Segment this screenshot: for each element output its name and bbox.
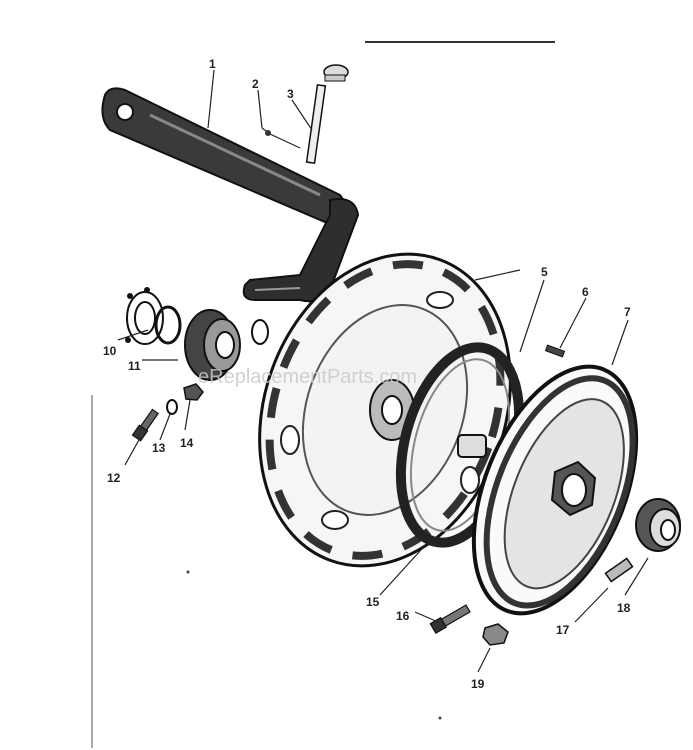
callout-1: 1 [209, 57, 216, 71]
hex-nut-part [482, 623, 509, 646]
callout-11: 11 [128, 359, 141, 373]
clevis-pin-part [305, 64, 349, 165]
callout-17: 17 [556, 623, 570, 637]
speck [438, 716, 442, 720]
nut-part [183, 383, 204, 401]
callout-5: 5 [541, 265, 548, 279]
bearing-part [184, 309, 269, 381]
drum-plate-part [258, 252, 512, 568]
watermark: eReplacementParts.com [198, 366, 417, 388]
callout-16: 16 [396, 609, 410, 623]
speck [186, 570, 190, 574]
callout-14: 14 [180, 436, 194, 450]
bearing-ring-part [125, 287, 182, 345]
collar-part [635, 498, 681, 552]
leader-lines [117, 69, 649, 673]
small-pin-part [544, 344, 566, 358]
callout-12: 12 [107, 471, 121, 485]
washer-part [166, 399, 178, 415]
callout-7: 7 [624, 305, 631, 319]
adjusting-bolt-part [429, 604, 471, 635]
key-part [604, 557, 634, 583]
callout-19: 19 [471, 677, 485, 691]
bolt-part [131, 408, 159, 442]
callout-10: 10 [103, 344, 117, 358]
callout-6: 6 [582, 285, 589, 299]
callout-18: 18 [617, 601, 631, 615]
pulley-part [471, 364, 639, 616]
callout-15: 15 [366, 595, 380, 609]
callout-2: 2 [252, 77, 259, 91]
callout-3: 3 [287, 87, 294, 101]
brake-arm-part [101, 87, 360, 303]
cotter-pin-part [261, 127, 301, 149]
callout-13: 13 [152, 441, 166, 455]
